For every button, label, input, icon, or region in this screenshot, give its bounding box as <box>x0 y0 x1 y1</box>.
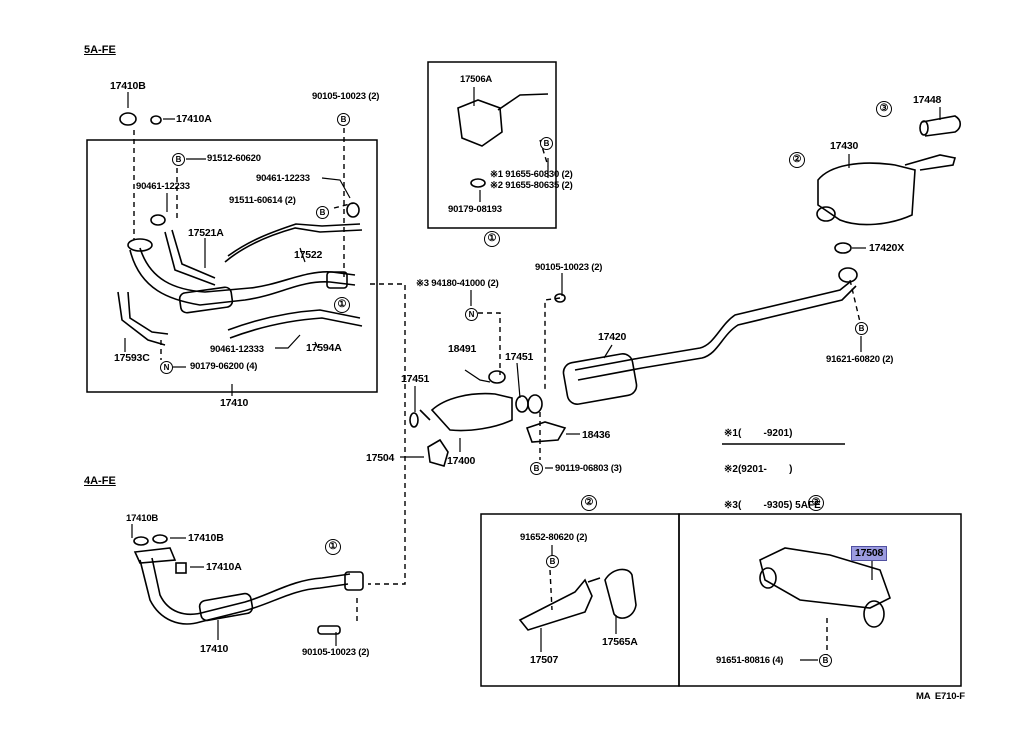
callout-2-box: ② <box>581 495 597 511</box>
part-label[interactable]: 17420 <box>598 331 627 343</box>
part-label[interactable]: 17594A <box>306 342 342 354</box>
part-label[interactable]: 17410B <box>110 80 146 92</box>
part-label[interactable]: 17420X <box>869 242 905 254</box>
callout-1-box: ① <box>484 231 500 247</box>
hanger-box-3-frame <box>678 513 962 687</box>
part-label[interactable]: 91652-80620 (2) <box>520 532 588 543</box>
callout-1-4afe: ① <box>325 539 341 555</box>
legend-line-3: ※3( -9305) 5AFE <box>724 500 821 511</box>
callout-2-top: ② <box>789 152 805 168</box>
section-4afe-title: 4A-FE <box>84 475 116 487</box>
bolt-symbol: B <box>546 555 559 568</box>
part-label[interactable]: 90179-06200 (4) <box>190 361 258 372</box>
nut-symbol: N <box>160 361 173 374</box>
part-label[interactable]: 91511-60614 (2) <box>229 195 296 206</box>
part-label[interactable]: 17410A <box>176 113 212 125</box>
part-label[interactable]: ※1 91655-60830 (2) <box>490 169 573 180</box>
section-5afe-title: 5A-FE <box>84 44 116 56</box>
bolt-symbol: B <box>855 322 868 335</box>
callout-3-box: ③ <box>808 495 824 511</box>
part-label-highlighted[interactable]: 17508 <box>851 546 888 561</box>
diagram-code: MA E710-F <box>916 691 965 702</box>
part-label[interactable]: 90179-08193 <box>448 204 502 215</box>
part-label[interactable]: 17565A <box>602 636 638 648</box>
part-label[interactable]: 17522 <box>294 249 323 261</box>
part-label[interactable]: 90461-12233 <box>256 173 310 184</box>
part-label[interactable]: 90105-10023 (2) <box>312 91 380 102</box>
part-label[interactable]: 17410A <box>206 561 242 573</box>
bolt-symbol: B <box>530 462 543 475</box>
part-label[interactable]: ※3 94180-41000 (2) <box>416 278 499 289</box>
part-label[interactable]: 17451 <box>401 373 430 385</box>
legend-line-1: ※1( -9201) <box>724 428 793 439</box>
part-label[interactable]: 91651-80816 (4) <box>716 655 784 666</box>
callout-3-top: ③ <box>876 101 892 117</box>
part-label[interactable]: 18491 <box>448 343 477 355</box>
part-label[interactable]: 90119-06803 (3) <box>555 463 622 474</box>
nut-symbol: N <box>465 308 478 321</box>
part-label[interactable]: 17593C <box>114 352 150 364</box>
legend-line-2: ※2(9201- ) <box>724 464 793 475</box>
part-label[interactable]: 17410B <box>188 532 224 544</box>
date-legend: ※1( -9201) ※2(9201- ) ※3( -9305) 5AFE <box>724 404 821 524</box>
part-label[interactable]: 91621-60820 (2) <box>826 354 894 365</box>
part-label[interactable]: 17410B <box>126 513 159 524</box>
part-label[interactable]: 17400 <box>447 455 476 467</box>
part-label[interactable]: 90105-10023 (2) <box>535 262 603 273</box>
part-label[interactable]: 17451 <box>505 351 534 363</box>
part-label[interactable]: 90105-10023 (2) <box>302 647 370 658</box>
part-label[interactable]: ※2 91655-80635 (2) <box>490 180 573 191</box>
part-label[interactable]: 17506A <box>460 74 493 85</box>
part-label[interactable]: 17521A <box>188 227 224 239</box>
part-label[interactable]: 17448 <box>913 94 942 106</box>
bolt-symbol: B <box>540 137 553 150</box>
part-label[interactable]: 18436 <box>582 429 611 441</box>
part-label[interactable]: 90461-12333 <box>210 344 264 355</box>
bolt-symbol: B <box>172 153 185 166</box>
part-label[interactable]: 91512-60620 <box>207 153 261 164</box>
part-label[interactable]: 17410 <box>200 643 229 655</box>
part-label[interactable]: 17410 <box>220 397 249 409</box>
part-label[interactable]: 90461-12233 <box>136 181 190 192</box>
bolt-symbol: B <box>316 206 329 219</box>
bolt-symbol: B <box>819 654 832 667</box>
part-label[interactable]: 17507 <box>530 654 559 666</box>
callout-1-5afe: ① <box>334 297 350 313</box>
part-label[interactable]: 17430 <box>830 140 859 152</box>
bolt-symbol: B <box>337 113 350 126</box>
hanger-box-1-frame <box>427 61 557 229</box>
part-label[interactable]: 17504 <box>366 452 395 464</box>
